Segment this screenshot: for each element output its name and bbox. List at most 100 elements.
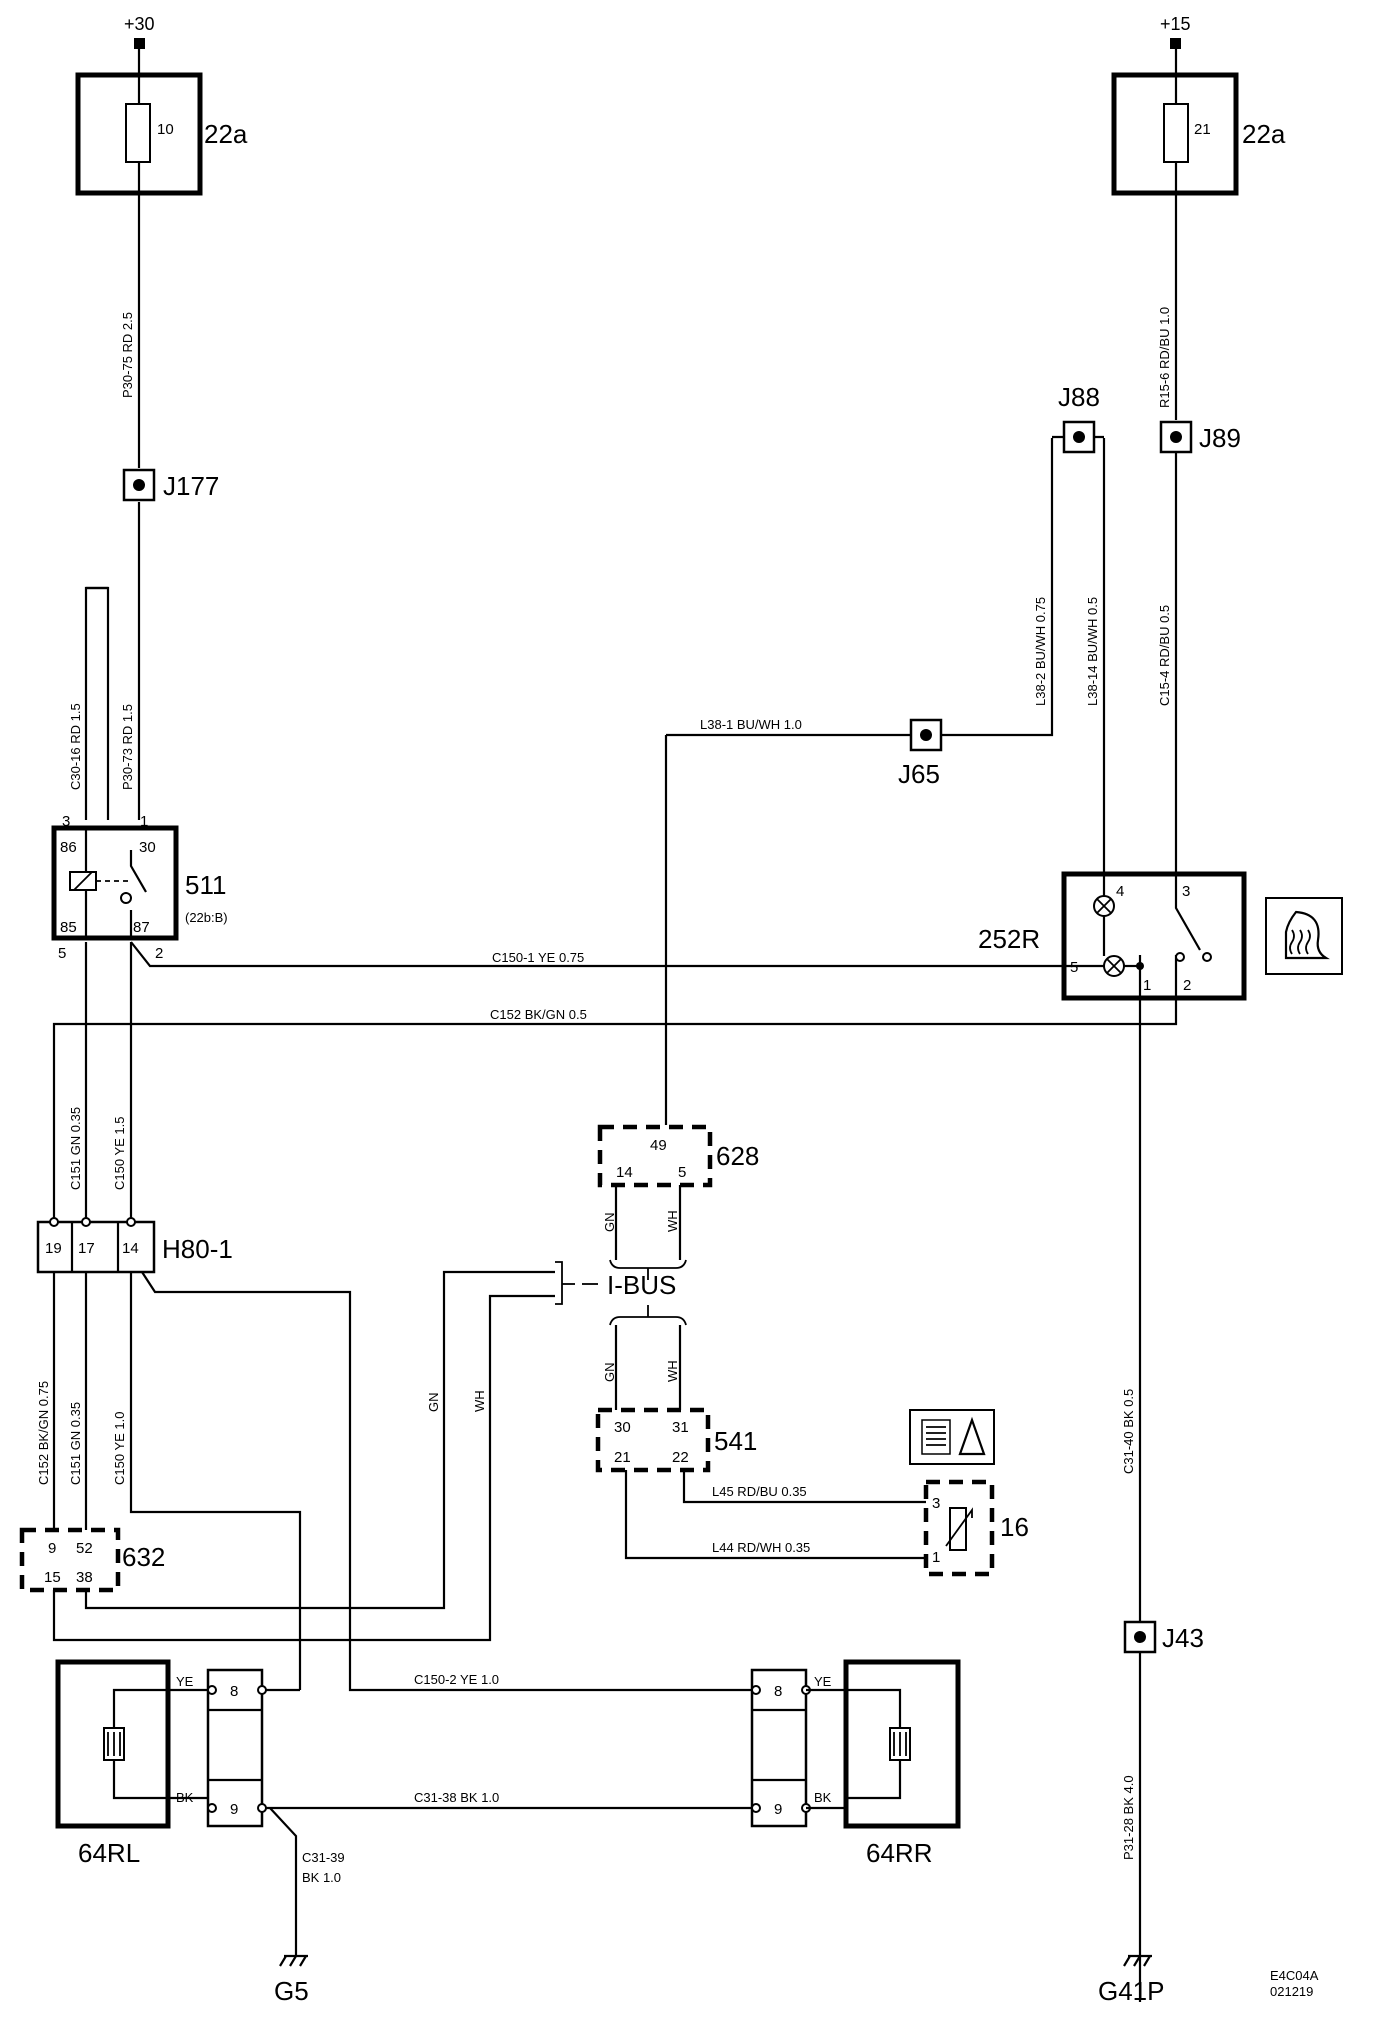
module-541 <box>595 1407 711 1473</box>
wire-label: L45 RD/BU 0.35 <box>712 1484 807 1499</box>
relay-pin-label: 86 <box>60 839 77 856</box>
supply-label-30: +30 <box>124 14 155 34</box>
heater-wire-color: YE <box>814 1674 832 1689</box>
diagram-date: 021219 <box>1270 1984 1313 1999</box>
wire-label: C151 GN 0.35 <box>68 1107 83 1190</box>
info-display-icon <box>909 1409 995 1465</box>
fuse-number-right: 21 <box>1194 121 1211 138</box>
wire-label: P31-28 BK 4.0 <box>1121 1775 1136 1860</box>
switch-pin-label: 3 <box>1182 883 1190 900</box>
supply-terminal-15 <box>1170 38 1181 49</box>
relay-sub-ref: (22b:B) <box>185 910 228 925</box>
seat-heater-element-64rr <box>806 1659 961 1829</box>
connector-pin-label: 8 <box>230 1683 238 1700</box>
switch-pin-label: 5 <box>1070 959 1078 976</box>
wire-label: C31-39 <box>302 1850 345 1865</box>
ibus-label: I-BUS <box>607 1270 676 1300</box>
connector-pin-label: 9 <box>774 1801 782 1818</box>
wire-label: GN <box>426 1393 441 1413</box>
relay-pin-label: 3 <box>62 813 70 830</box>
connector-pin-label: 9 <box>230 1801 238 1818</box>
wire-label: P30-73 RD 1.5 <box>120 704 135 790</box>
heater-connector-right <box>750 1668 811 1828</box>
junction-j89 <box>1159 420 1193 454</box>
module-632 <box>19 1527 121 1593</box>
module-pin-label: 5 <box>678 1164 686 1181</box>
switch-pin-label: 2 <box>1183 977 1191 994</box>
wire-label: C152 BK/GN 0.5 <box>490 1007 587 1022</box>
relay-ref: 511 <box>185 870 226 900</box>
module-ref: 541 <box>714 1426 757 1456</box>
junction-label-j43: J43 <box>1162 1623 1204 1653</box>
connector-pin-label: 17 <box>78 1240 95 1257</box>
connector-pin-label: 14 <box>122 1240 139 1257</box>
fuse-ref-left: 22a <box>204 119 248 149</box>
wire-label: WH <box>665 1360 680 1382</box>
seat-heater-switch-252r <box>1061 868 1247 1001</box>
wire-label: L38-14 BU/WH 0.5 <box>1085 597 1100 706</box>
sensor-pin-label: 3 <box>932 1495 940 1512</box>
sensor-ref: 16 <box>1000 1512 1029 1542</box>
module-pin-label: 22 <box>672 1449 689 1466</box>
relay-pin-label: 5 <box>58 945 66 962</box>
wire-label: C150 YE 1.0 <box>112 1412 127 1485</box>
ground-label-g41p: G41P <box>1098 1976 1165 2006</box>
wire-label: GN <box>602 1213 617 1233</box>
heater-wire-color: YE <box>176 1674 194 1689</box>
wire-label: R15-6 RD/BU 1.0 <box>1157 307 1172 408</box>
wire-label: L38-1 BU/WH 1.0 <box>700 717 802 732</box>
wire-label: P30-75 RD 2.5 <box>120 312 135 398</box>
wire-label: C151 GN 0.35 <box>68 1402 83 1485</box>
connector-h80-1 <box>36 1217 156 1274</box>
connector-pin-label: 19 <box>45 1240 62 1257</box>
module-ref: 628 <box>716 1141 759 1171</box>
wire-label: C150 YE 1.5 <box>112 1117 127 1190</box>
heater-wire-color: BK <box>814 1790 832 1805</box>
relay-511 <box>51 825 179 941</box>
temperature-sensor-16 <box>923 1479 995 1577</box>
seat-heater-element-64rl <box>55 1659 208 1829</box>
fuse-ref-right: 22a <box>1242 119 1286 149</box>
wire-label: C150-2 YE 1.0 <box>414 1672 499 1687</box>
connector-ref: H80-1 <box>162 1234 233 1264</box>
switch-ref: 252R <box>978 924 1040 954</box>
heater-ref-left: 64RL <box>78 1838 140 1868</box>
connector-pin-label: 8 <box>774 1683 782 1700</box>
module-pin-label: 49 <box>650 1137 667 1154</box>
wire-label: C15-4 RD/BU 0.5 <box>1157 605 1172 706</box>
module-628 <box>597 1124 713 1188</box>
ground-symbol-g41p <box>1123 1954 1152 1967</box>
relay-pin-label: 30 <box>139 839 156 856</box>
relay-pin-label: 87 <box>133 919 150 936</box>
relay-pin-label: 2 <box>155 945 163 962</box>
junction-j43 <box>1123 1620 1157 1654</box>
wire-label: BK 1.0 <box>302 1870 341 1885</box>
ground-label-g5: G5 <box>274 1976 309 2006</box>
wires <box>52 49 1178 2002</box>
module-pin-label: 21 <box>614 1449 631 1466</box>
wire-label: C152 BK/GN 0.75 <box>36 1381 51 1485</box>
wire-label: WH <box>665 1210 680 1232</box>
heater-wire-color: BK <box>176 1790 194 1805</box>
switch-pin-label: 1 <box>1143 977 1151 994</box>
supply-terminal-30 <box>134 38 145 49</box>
switch-pin-label: 4 <box>1116 883 1124 900</box>
junction-label-j65: J65 <box>898 759 940 789</box>
junction-j65 <box>909 718 943 752</box>
junction-j88 <box>1052 420 1104 454</box>
sensor-pin-label: 1 <box>932 1549 940 1566</box>
module-pin-label: 38 <box>76 1569 93 1586</box>
supply-label-15: +15 <box>1160 14 1191 34</box>
fuse-number-left: 10 <box>157 121 174 138</box>
heater-ref-right: 64RR <box>866 1838 932 1868</box>
relay-pin-label: 1 <box>140 813 148 830</box>
wire-label: L38-2 BU/WH 0.75 <box>1033 597 1048 706</box>
module-pin-label: 31 <box>672 1419 689 1436</box>
module-ref: 632 <box>122 1542 165 1572</box>
heater-connector-left <box>206 1668 300 1828</box>
junction-j177 <box>122 468 156 502</box>
wire-label: L44 RD/WH 0.35 <box>712 1540 810 1555</box>
wire-label: C150-1 YE 0.75 <box>492 950 584 965</box>
wire-label: C30-16 RD 1.5 <box>68 703 83 790</box>
